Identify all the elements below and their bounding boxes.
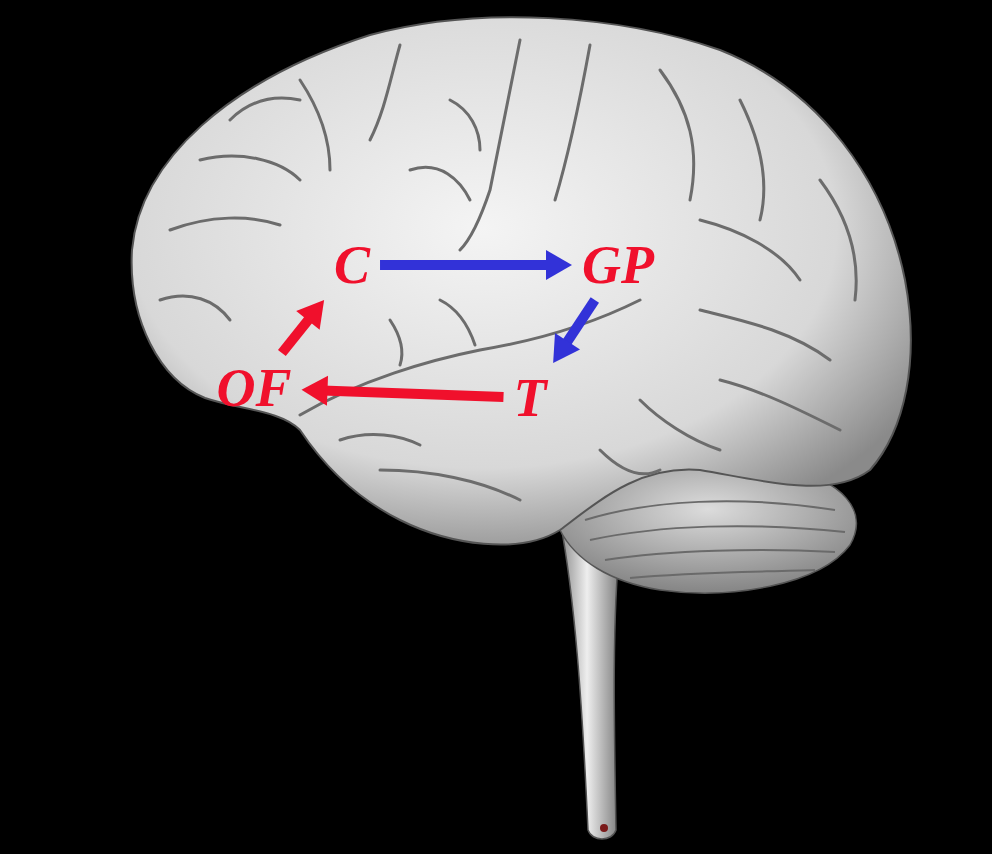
pathway-arrow — [282, 300, 324, 353]
arrow-head — [546, 250, 572, 280]
region-abbrev: T — [514, 371, 547, 425]
region-label: GP — [578, 236, 658, 294]
pathway-arrow — [553, 300, 595, 363]
arrow-shaft — [282, 316, 311, 353]
region-label: C — [330, 236, 374, 294]
region-abbrev: GP — [582, 238, 654, 292]
region-abbrev: OF — [216, 361, 291, 415]
cerebrum — [132, 17, 911, 544]
pathway-arrow — [380, 250, 572, 280]
cerebellum-folia — [585, 501, 845, 578]
region-label: T — [510, 369, 551, 427]
arrow-head — [553, 333, 580, 363]
stem-dot — [600, 824, 608, 832]
sulci — [160, 40, 856, 500]
arrow-shaft — [322, 390, 503, 397]
region-abbrev: C — [334, 238, 370, 292]
arrow-head — [296, 300, 324, 330]
arrow-shaft — [380, 260, 551, 270]
arrow-shaft — [565, 300, 595, 346]
region-label: OF — [212, 359, 295, 417]
pathway-arrow — [302, 376, 504, 406]
arrow-head — [302, 376, 329, 406]
